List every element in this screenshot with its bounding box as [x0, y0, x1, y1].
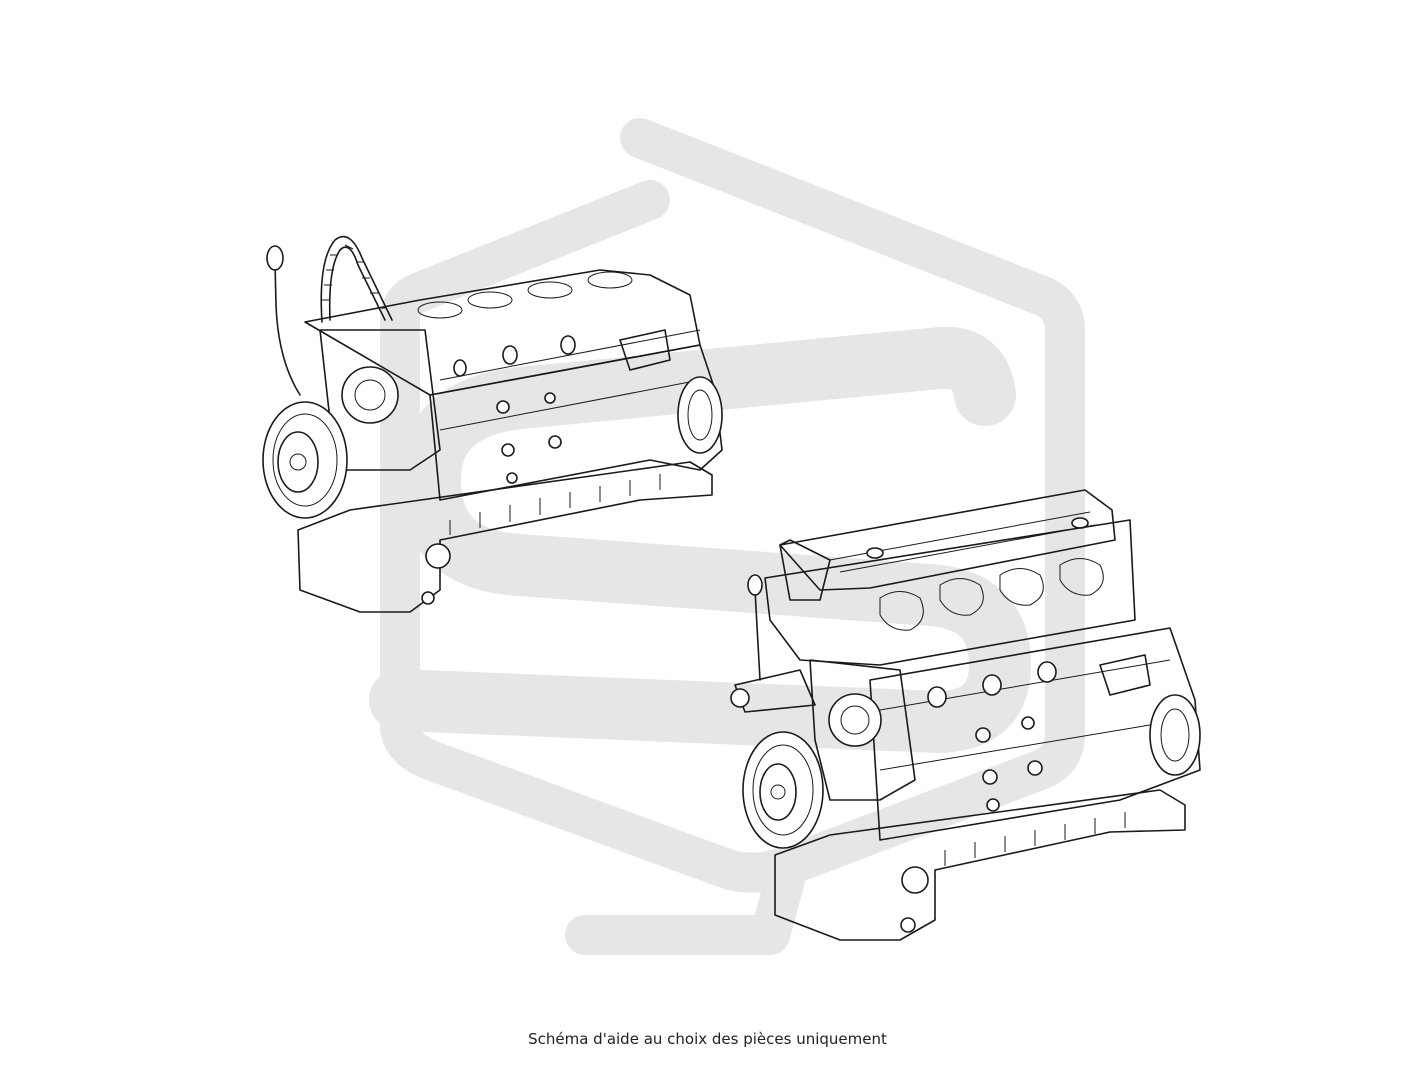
diagram-caption: Schéma d'aide au choix des pièces unique… — [528, 1030, 887, 1048]
